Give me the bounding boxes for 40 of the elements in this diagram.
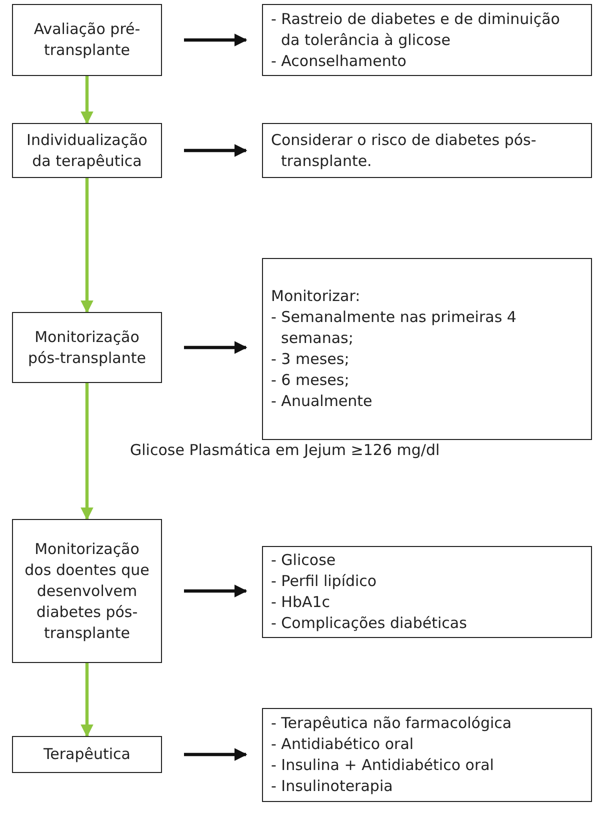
box-text: - Perfil lipídico	[271, 571, 378, 592]
box-text: - Terapêutica não farmacológica	[271, 713, 513, 734]
box-text: - Glicose	[271, 550, 337, 571]
box-text: - Aconselhamento	[271, 50, 408, 72]
box-text: - Insulinoterapia	[271, 776, 394, 797]
box-text: Terapêutica	[44, 744, 130, 765]
process-box	[12, 312, 162, 383]
arrow	[80, 178, 94, 314]
box-text: - Complicações diabéticas	[271, 613, 468, 634]
box-text: - Semanalmente nas primeiras 4 semanas;	[271, 307, 518, 349]
arrow	[184, 34, 248, 46]
box-text: Avaliação pré-transplante	[32, 19, 142, 61]
process-box	[12, 736, 162, 773]
box-text: Individualização da terapêutica	[26, 130, 148, 172]
arrow	[184, 144, 248, 157]
arrow	[80, 76, 94, 124]
process-box	[262, 123, 592, 178]
box-text: - HbA1c	[271, 592, 332, 613]
box-text: Monitorização dos doentes que desenvolvem diabetes pós-transplante	[24, 538, 150, 644]
arrow	[184, 341, 248, 354]
box-text: Monitorização pós-transplante	[27, 326, 147, 368]
box-text: - Anualmente	[271, 391, 374, 412]
arrow	[80, 663, 94, 738]
box-text: - Insulina + Antidiabético oral	[271, 755, 495, 776]
box-text: - Rastreio de diabetes e de diminuição da tolerância à glicose	[271, 8, 561, 50]
arrow	[184, 584, 248, 598]
box-text: Monitorizar:	[271, 286, 362, 307]
process-box	[262, 258, 592, 440]
process-box	[262, 4, 592, 76]
process-box	[12, 519, 162, 663]
box-text: - Antidiabético oral	[271, 734, 415, 755]
process-box	[262, 708, 592, 802]
process-box	[12, 123, 162, 178]
process-box	[262, 546, 592, 638]
arrow	[80, 383, 94, 520]
box-text: - 6 meses;	[271, 370, 350, 391]
arrow	[184, 748, 248, 761]
process-box	[12, 4, 162, 76]
box-text: - 3 meses;	[271, 349, 350, 370]
box-text: Considerar o risco de diabetes pós-transplante.	[271, 130, 538, 172]
